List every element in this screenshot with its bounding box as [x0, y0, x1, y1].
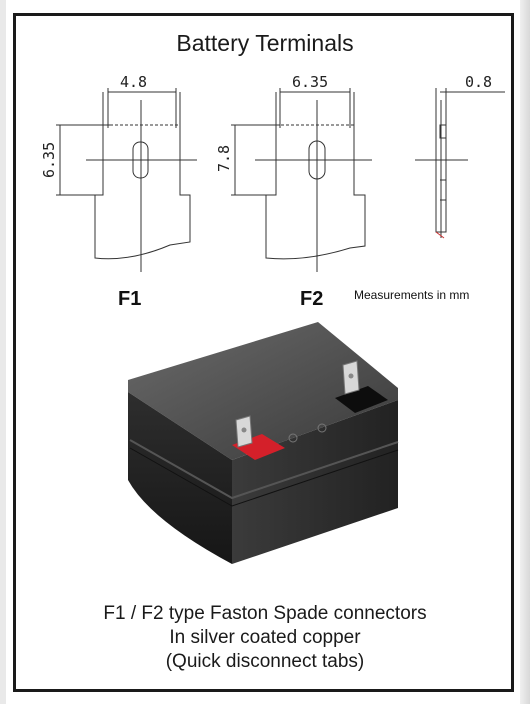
page-edge-left [0, 0, 6, 704]
f2-width-dim-label: 6.35 [292, 73, 328, 91]
units-note: Measurements in mm [354, 288, 470, 302]
battery-top-face [128, 322, 398, 460]
terminal-f1-drawing [56, 88, 197, 272]
f2-outline [265, 92, 366, 260]
terminal-drawings: 4.8 6.35 6.35 7.8 [40, 73, 505, 272]
f1-outline [94, 92, 191, 260]
positive-terminal-tab [235, 415, 253, 448]
page-title: Battery Terminals [176, 30, 354, 56]
terminal-f2-drawing [231, 88, 372, 272]
polarity-symbol-right [317, 423, 327, 433]
side-thickness-dim-label: 0.8 [465, 73, 492, 91]
figure-label-f2: F2 [300, 288, 324, 310]
caption-line-1: F1 / F2 type Faston Spade connectors [103, 603, 427, 624]
f1-width-dim-label: 4.8 [120, 73, 147, 91]
f1-height-dim-label: 6.35 [40, 142, 58, 178]
caption-line-3: (Quick disconnect tabs) [165, 651, 365, 672]
battery-side-face [232, 400, 398, 564]
page-edge-right [520, 0, 530, 704]
negative-terminal-tab [342, 360, 360, 395]
f2-height-dim-label: 7.8 [215, 145, 233, 172]
terminal-side-view-drawing [415, 88, 505, 239]
battery-illustration [128, 322, 399, 564]
figure-label-f1: F1 [118, 288, 142, 310]
polarity-symbol-left [288, 433, 298, 443]
caption-line-2: In silver coated copper [169, 627, 361, 648]
negative-terminal-well [335, 386, 388, 413]
battery-front-face [128, 392, 232, 564]
